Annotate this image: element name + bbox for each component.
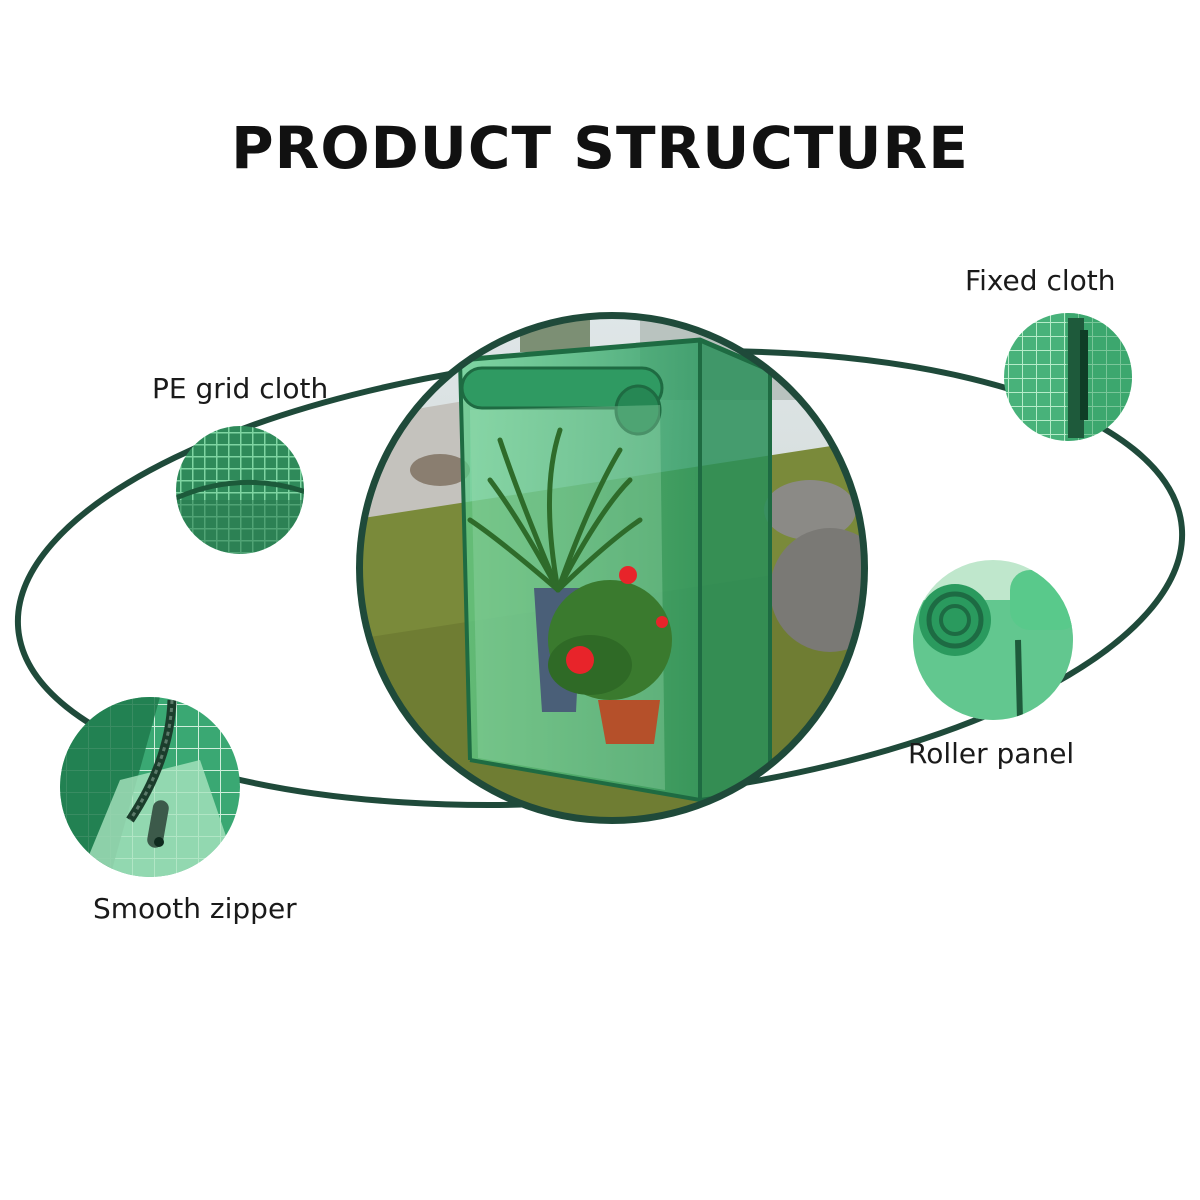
page-title: PRODUCT STRUCTURE — [231, 114, 969, 182]
roller-panel-detail — [913, 560, 1073, 720]
smooth-zipper-label: Smooth zipper — [93, 892, 297, 925]
greenhouse-photo — [356, 312, 868, 824]
pe-grid-cloth-detail — [176, 426, 304, 554]
pe-grid-cloth-label: PE grid cloth — [152, 372, 329, 405]
roller-panel-label: Roller panel — [908, 737, 1075, 770]
fixed-cloth-detail — [1004, 313, 1132, 441]
smooth-zipper-detail — [60, 697, 240, 877]
fixed-cloth-label: Fixed cloth — [965, 264, 1116, 297]
